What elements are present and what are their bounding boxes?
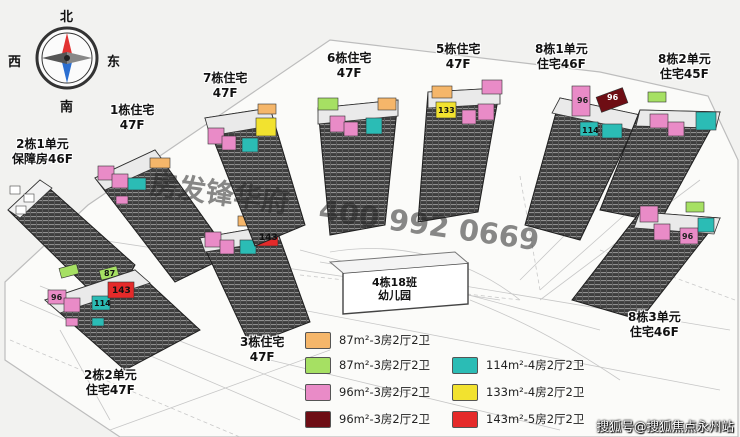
building-1-name: 1栋住宅	[110, 103, 155, 117]
tower-8-2	[599, 91, 721, 223]
building-6-floors: 47F	[336, 66, 362, 80]
legend-item-96-pink: 96m²-3房2厅2卫	[305, 383, 430, 401]
legend-label: 133m²-4房2厅2卫	[486, 385, 585, 399]
building-5-floors: 47F	[445, 57, 471, 71]
building-3-floors: 47F	[249, 350, 275, 364]
legend-label: 87m²-3房2厅2卫	[339, 333, 431, 347]
unit-tag-114-b2: 114	[94, 299, 111, 308]
legend-item-96-darkred: 96m²-3房2厅2卫	[305, 410, 430, 428]
building-5-name: 5栋住宅	[436, 42, 481, 56]
unit-tag-143-b2: 143	[112, 286, 131, 296]
building-8-1-floors: 住宅46F	[536, 57, 586, 71]
tower-8-3	[571, 201, 721, 321]
legend-swatch	[305, 383, 331, 401]
building-8-2-name: 8栋2单元	[658, 52, 711, 66]
building-8-3-name: 8栋3单元	[628, 310, 681, 324]
tower-6	[317, 97, 399, 236]
unit-tag-96-b2: 96	[51, 293, 63, 302]
legend-label: 114m²-4房2厅2卫	[486, 358, 585, 372]
tower-2-2	[44, 269, 201, 371]
building-8-3-floors: 住宅46F	[629, 325, 679, 339]
label-building-8-2: 8栋2单元 住宅45F	[658, 52, 711, 82]
label-building-3: 3栋住宅 47F	[240, 335, 284, 365]
tower-8-1	[524, 85, 641, 241]
legend-item-133-yellow: 133m²-4房2厅2卫	[452, 383, 584, 401]
building-2-2-name: 2栋2单元	[84, 368, 137, 382]
compass-east: 东	[107, 55, 121, 70]
label-building-6: 6栋住宅 47F	[327, 51, 371, 81]
unit-tag-96-dark: 96	[607, 93, 619, 102]
legend-item-87-orange: 87m²-3房2厅2卫	[305, 331, 430, 349]
legend-swatch	[452, 410, 478, 428]
tower-1	[94, 149, 231, 283]
label-building-8-3: 8栋3单元 住宅46F	[628, 310, 681, 340]
tower-2-1	[7, 179, 136, 311]
unit-tag-133-b5: 133	[438, 106, 455, 115]
building-1-floors: 47F	[119, 118, 145, 132]
tower-7	[204, 103, 306, 247]
kindergarten-name: 幼儿园	[377, 289, 411, 302]
source-credit: 搜狐号@搜狐焦点永州站	[596, 419, 734, 434]
legend-swatch	[305, 356, 331, 374]
label-building-2-2: 2栋2单元 住宅47F	[84, 368, 137, 398]
unit-tag-96-b83: 96	[682, 232, 694, 241]
unit-tag-87-b2: 87	[104, 269, 116, 278]
legend-label: 96m²-3房2厅2卫	[339, 412, 431, 426]
building-3-name: 3栋住宅	[240, 335, 285, 349]
kindergarten-classes: 4栋18班	[372, 276, 417, 289]
building-2-1-name: 2栋1单元	[16, 137, 69, 151]
building-7-name: 7栋住宅	[203, 71, 248, 85]
label-building-7: 7栋住宅 47F	[203, 71, 247, 101]
legend-swatch	[452, 383, 478, 401]
unit-tag-96: 96	[577, 96, 589, 105]
legend-item-114-teal: 114m²-4房2厅2卫	[452, 356, 584, 374]
building-7-floors: 47F	[212, 86, 238, 100]
unit-tag-143-b3: 143	[259, 233, 278, 243]
legend-label: 87m²-3房2厅2卫	[339, 358, 431, 372]
compass-rose	[35, 26, 99, 90]
tower-5	[417, 79, 503, 223]
legend-label: 96m²-3房2厅2卫	[339, 385, 431, 399]
kindergarten-label: 4栋18班 幼儿园	[372, 276, 417, 302]
label-building-2-1: 2栋1单元 保障房46F	[12, 137, 73, 167]
building-2-1-floors: 保障房46F	[12, 152, 73, 166]
legend-swatch	[305, 410, 331, 428]
building-2-2-floors: 住宅47F	[85, 383, 135, 397]
compass-west: 西	[8, 55, 22, 70]
building-8-1-name: 8栋1单元	[535, 42, 588, 56]
kindergarten-building	[342, 262, 469, 315]
unit-tag-114: 114	[582, 126, 599, 135]
legend-item-143-red: 143m²-5房2厅2卫	[452, 410, 584, 428]
building-8-2-floors: 住宅45F	[659, 67, 709, 81]
compass-south: 南	[60, 100, 74, 115]
label-building-8-1: 8栋1单元 住宅46F	[535, 42, 588, 72]
legend-swatch	[305, 331, 331, 349]
label-building-1: 1栋住宅 47F	[110, 103, 154, 133]
legend-swatch	[452, 356, 478, 374]
building-6-name: 6栋住宅	[327, 51, 372, 65]
legend-item-87-green: 87m²-3房2厅2卫	[305, 356, 430, 374]
compass-north: 北	[60, 10, 74, 25]
legend-label: 143m²-5房2厅2卫	[486, 412, 585, 426]
label-building-5: 5栋住宅 47F	[436, 42, 480, 72]
